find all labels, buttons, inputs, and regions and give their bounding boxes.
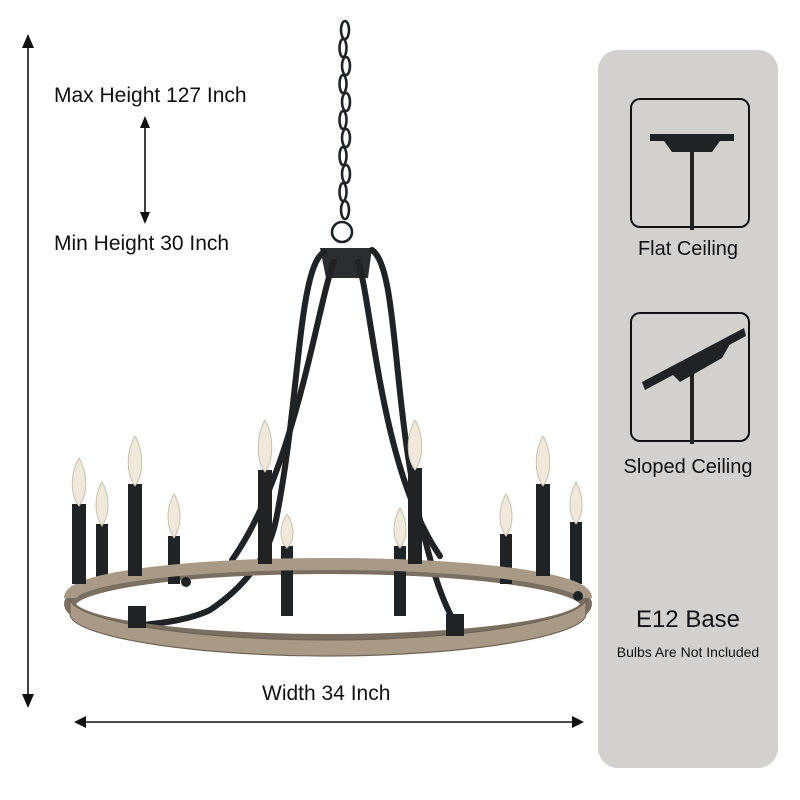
chain [330,19,354,244]
flat-ceiling-icon [630,98,750,230]
bulbs-front [71,418,551,507]
width-label: Width 34 Inch [262,682,391,705]
sloped-ceiling-illustration [642,328,746,444]
bulbs-back [95,480,583,549]
sloped-ceiling-label: Sloped Ceiling [623,456,753,478]
sloped-ceiling-icon [630,312,750,444]
wood-ring-front [69,597,587,657]
flat-ceiling-illustration [650,134,734,230]
max-height-label: Max Height 127 Inch [54,84,247,107]
candles-front [72,468,550,584]
bulbs-not-included-note: Bulbs Are Not Included [616,644,760,660]
max-height-arrow [22,34,34,708]
wood-ring-top [64,557,592,600]
min-height-label: Min Height 30 Inch [54,232,230,255]
width-arrow [74,716,584,728]
height-adjust-arrow [140,116,150,224]
flat-ceiling-label: Flat Ceiling [637,238,739,260]
ring-bolts [128,577,583,636]
bulb-base-label: E12 Base [635,606,741,633]
